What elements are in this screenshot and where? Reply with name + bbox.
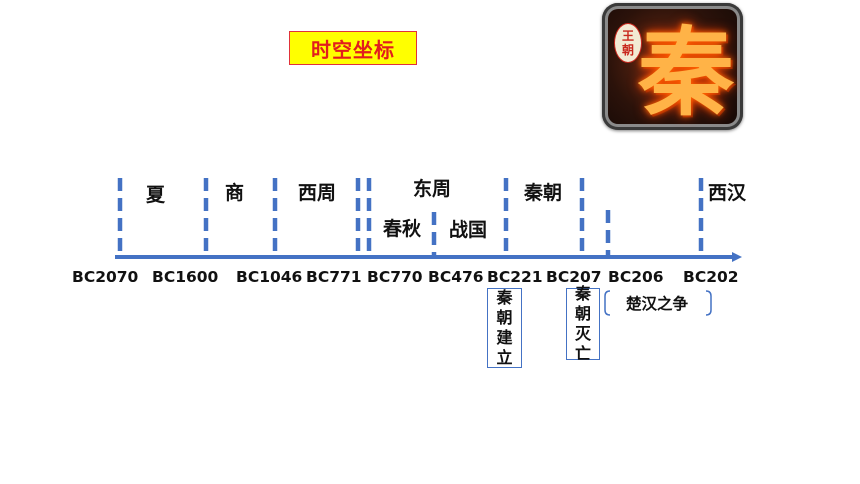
title-box: 时空坐标 (289, 31, 417, 65)
interlude-bracket (604, 290, 712, 316)
qin-dynasty-logo: 秦 王 朝 (602, 3, 743, 130)
page-title: 时空坐标 (311, 37, 395, 62)
era-eastern-zhou: 东周 (413, 178, 452, 200)
year-bc206: BC206 (608, 268, 664, 286)
era-warring-states: 战国 (449, 219, 488, 241)
year-bc770: BC770 (367, 268, 423, 286)
year-bc1600: BC1600 (152, 268, 219, 286)
seal-char-1: 王 (621, 29, 634, 43)
year-bc2070: BC2070 (72, 268, 139, 286)
event-qin-founded-text: 秦朝建立 (496, 288, 513, 367)
era-dividers (117, 178, 704, 257)
interlude-chu-han: 楚汉之争 (626, 295, 689, 313)
era-qin: 秦朝 (524, 182, 563, 204)
era-shang: 商 (225, 182, 245, 204)
year-bc202: BC202 (683, 268, 739, 286)
year-bc221: BC221 (487, 268, 543, 286)
year-bc476: BC476 (428, 268, 484, 286)
event-qin-fall-text: 秦朝灭亡 (574, 284, 591, 363)
year-bc1046: BC1046 (236, 268, 303, 286)
era-spring-autumn: 春秋 (383, 218, 422, 240)
logo-glyph: 秦 (638, 15, 734, 129)
year-bc771: BC771 (306, 268, 362, 286)
year-bc207: BC207 (546, 268, 602, 286)
era-xia: 夏 (146, 184, 166, 206)
event-qin-founded: 秦朝建立 (487, 288, 522, 368)
era-western-han: 西汉 (708, 182, 747, 204)
logo-seal: 王 朝 (614, 23, 642, 63)
era-western-zhou: 西周 (298, 182, 337, 204)
seal-char-2: 朝 (621, 43, 634, 57)
event-qin-fall: 秦朝灭亡 (566, 284, 600, 363)
